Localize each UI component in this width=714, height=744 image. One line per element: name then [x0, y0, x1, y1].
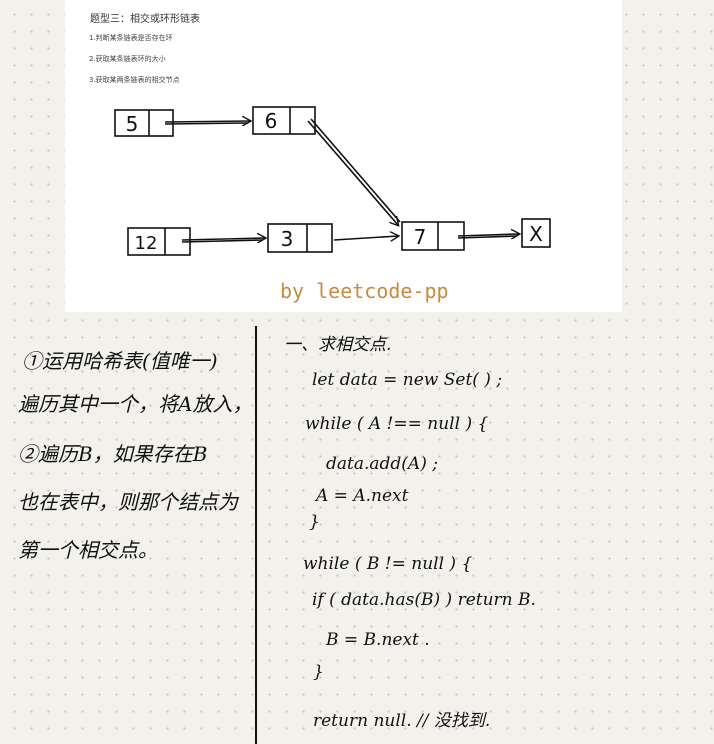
notes-divider	[255, 326, 257, 744]
right-note-11: return null. // 没找到.	[313, 711, 491, 731]
right-note-10: }	[313, 662, 324, 682]
node-x-value: X	[529, 222, 543, 246]
node-5	[114, 109, 174, 137]
card-item-2: 2.获取某条链表环的大小	[89, 55, 166, 63]
node-7	[401, 221, 465, 251]
right-note-1: 一、求相交点.	[284, 335, 392, 355]
right-note-7: while ( B != null ) {	[303, 554, 473, 574]
right-note-3: while ( A !== null ) {	[305, 414, 489, 434]
left-note-5: 第一个相交点。	[18, 538, 158, 562]
node-12-value: 12	[135, 233, 158, 254]
card-item-1: 1.判断某条链表是否存在环	[89, 34, 173, 42]
arrow-3-7	[333, 236, 398, 240]
arrow-5-6	[164, 121, 250, 122]
node-6-value: 6	[265, 109, 278, 133]
node-6	[252, 106, 316, 135]
linked-list-diagram: 5 6 12 3 7 X	[114, 106, 551, 256]
left-note-4: 也在表中，则那个结点为	[18, 490, 238, 514]
watermark: by leetcode-pp	[280, 279, 449, 303]
node-3	[267, 223, 333, 253]
right-note-4: data.add(A) ;	[326, 454, 438, 474]
left-note-2: 遍历其中一个，将A放入，	[18, 392, 253, 416]
node-5-value: 5	[126, 112, 139, 136]
left-note-1: ①运用哈希表(值唯一)	[22, 349, 218, 373]
arrow-6-7	[307, 120, 398, 225]
node-3-value: 3	[281, 227, 294, 251]
right-note-2: let data = new Set( ) ;	[312, 370, 503, 390]
card-title: 题型三：相交或环形链表	[90, 14, 200, 25]
leetcode-card: 题型三：相交或环形链表 1.判断某条链表是否存在环 2.获取某条链表环的大小 3…	[65, 0, 622, 312]
card-item-3: 3.获取某两条链表的相交节点	[89, 76, 180, 84]
arrow-12-3	[181, 238, 265, 240]
node-7-value: 7	[414, 225, 427, 249]
right-note-6: }	[309, 512, 320, 532]
right-note-5: A = A.next	[316, 486, 409, 506]
left-note-3: ②遍历B，如果存在B	[18, 442, 208, 466]
right-note-8: if ( data.has(B) ) return B.	[312, 590, 536, 610]
arrow-7-x	[457, 234, 519, 236]
right-note-9: B = B.next .	[326, 630, 430, 650]
node-x	[521, 218, 551, 248]
